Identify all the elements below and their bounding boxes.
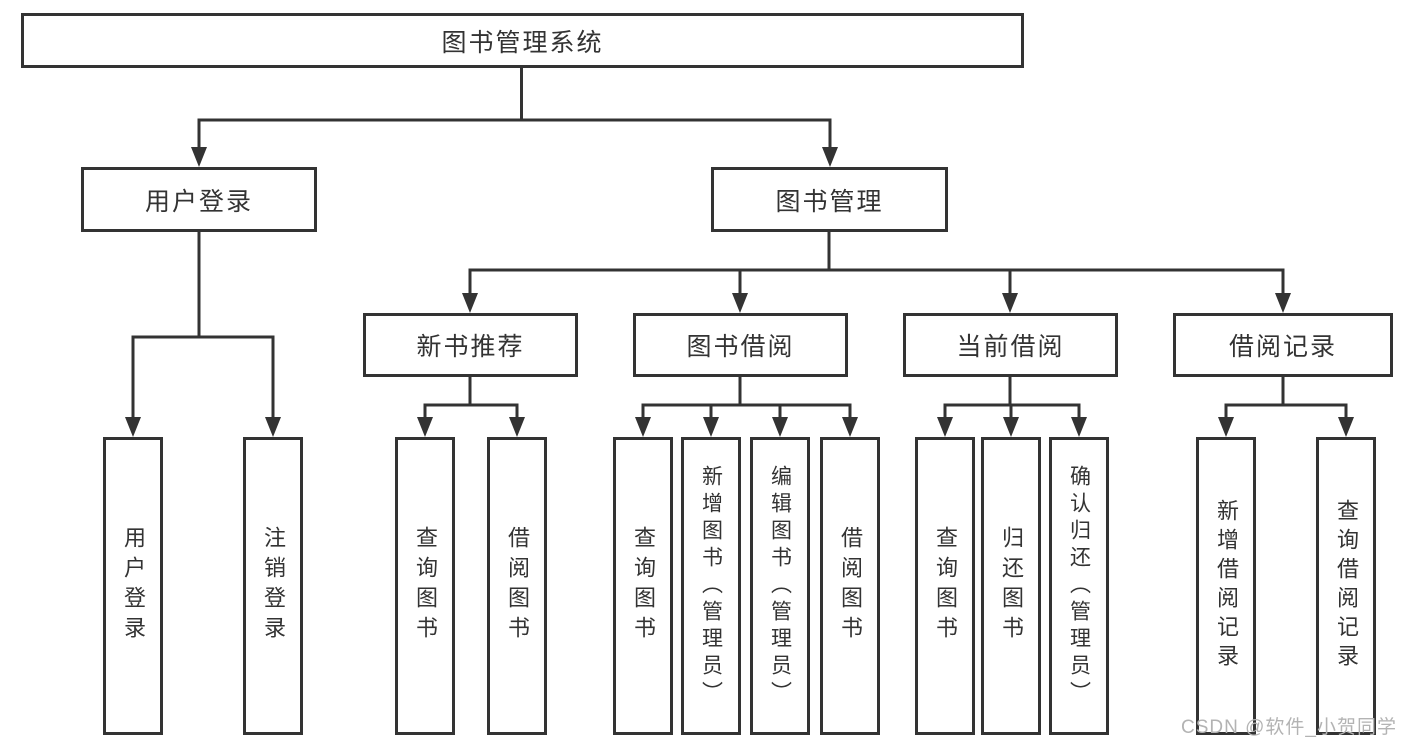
connector-userlogin-to-children [131, 230, 275, 422]
node-new-book-recommend-label: 新书推荐 [416, 333, 525, 361]
node-root-label: 图书管理系统 [441, 28, 604, 57]
node-user-login: 用户登录 [81, 167, 317, 232]
leaf-query-books-1: 查询图书 [395, 437, 455, 735]
connector-root-to-level2 [197, 66, 832, 152]
node-root: 图书管理系统 [21, 13, 1024, 68]
arrowhead-down-icon [1071, 417, 1087, 437]
arrowhead-down-icon [732, 293, 748, 313]
leaf-label: 借阅图书 [838, 526, 863, 646]
node-current-borrowing: 当前借阅 [903, 313, 1118, 377]
leaf-label: 新增借阅记录 [1214, 499, 1239, 673]
arrowhead-down-icon [842, 417, 858, 437]
node-new-book-recommend: 新书推荐 [363, 313, 578, 377]
leaf-query-books-2: 查询图书 [613, 437, 673, 735]
arrowhead-down-icon [265, 417, 281, 437]
leaf-label: 注销登录 [261, 526, 286, 646]
node-book-management-label: 图书管理 [775, 187, 884, 216]
leaf-query-borrow-record: 查询借阅记录 [1316, 437, 1376, 735]
node-book-borrowing: 图书借阅 [633, 313, 848, 377]
leaf-edit-books-admin: 编辑图书（管理员） [750, 437, 810, 735]
leaf-return-books: 归还图书 [981, 437, 1041, 735]
arrowhead-down-icon [703, 417, 719, 437]
watermark: CSDN @软件_小贺同学 [1181, 717, 1397, 738]
arrowhead-down-icon [509, 417, 525, 437]
arrowhead-down-icon [822, 147, 838, 167]
node-borrow-records: 借阅记录 [1173, 313, 1393, 377]
node-current-borrowing-label: 当前借阅 [956, 333, 1065, 361]
leaf-label: 查询图书 [631, 526, 656, 646]
arrowhead-down-icon [1338, 417, 1354, 437]
leaf-label: 归还图书 [999, 526, 1024, 646]
leaf-label: 新增图书（管理员） [699, 464, 723, 708]
arrowhead-down-icon [937, 417, 953, 437]
leaf-user-login: 用户登录 [103, 437, 163, 735]
arrowhead-down-icon [462, 293, 478, 313]
arrowhead-down-icon [417, 417, 433, 437]
arrowhead-down-icon [1002, 293, 1018, 313]
node-user-login-label: 用户登录 [144, 187, 253, 216]
leaf-add-books-admin: 新增图书（管理员） [681, 437, 741, 735]
arrowhead-down-icon [1003, 417, 1019, 437]
leaf-label: 借阅图书 [505, 526, 530, 646]
connector-records-to-children [1224, 375, 1348, 423]
leaf-label: 查询图书 [933, 526, 958, 646]
node-book-borrowing-label: 图书借阅 [686, 333, 795, 361]
leaf-label: 用户登录 [121, 526, 146, 646]
leaf-logout: 注销登录 [243, 437, 303, 735]
arrowhead-down-icon [635, 417, 651, 437]
connector-borrow-to-children [641, 375, 852, 423]
arrowhead-down-icon [191, 147, 207, 167]
connector-current-to-children [943, 375, 1081, 423]
leaf-label: 编辑图书（管理员） [768, 464, 792, 708]
leaf-query-books-3: 查询图书 [915, 437, 975, 735]
connector-bookmgmt-to-level3 [468, 230, 1285, 299]
arrowhead-down-icon [1218, 417, 1234, 437]
leaf-borrow-books-2: 借阅图书 [820, 437, 880, 735]
leaf-label: 确认归还（管理员） [1067, 464, 1091, 708]
arrowhead-down-icon [1275, 293, 1291, 313]
arrowhead-down-icon [125, 417, 141, 437]
leaf-label: 查询借阅记录 [1334, 499, 1359, 673]
node-borrow-records-label: 借阅记录 [1228, 333, 1337, 361]
leaf-label: 查询图书 [413, 526, 438, 646]
leaf-add-borrow-record: 新增借阅记录 [1196, 437, 1256, 735]
connector-newbook-to-children [423, 375, 519, 423]
arrowhead-down-icon [772, 417, 788, 437]
node-book-management: 图书管理 [711, 167, 948, 232]
leaf-confirm-return-admin: 确认归还（管理员） [1049, 437, 1109, 735]
leaf-borrow-books-1: 借阅图书 [487, 437, 547, 735]
